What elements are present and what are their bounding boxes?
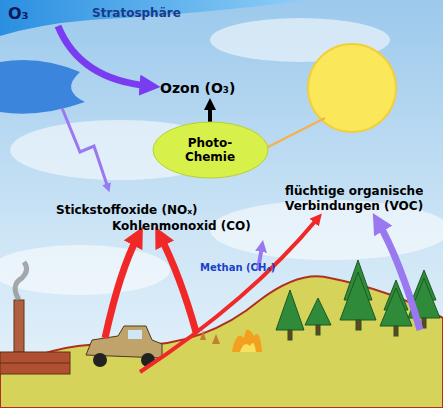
nitrogen-oxides-label: Stickstoffoxide (NOₓ) [56,203,198,217]
stratosphere-formula: O₃ [8,4,29,23]
carbon-monoxide-label: Kohlenmonoxid (CO) [112,219,251,233]
methane-label: Methan (CH₄) [200,262,275,273]
stratosphere-label: Stratosphäre [92,6,181,20]
photochemistry-ellipse: Photo-Chemie [152,121,269,179]
node-text: Photo-Chemie [181,136,239,164]
ozone-label: Ozon (O₃) [160,80,235,96]
voc-label: flüchtige organische Verbindungen (VOC) [285,184,435,214]
